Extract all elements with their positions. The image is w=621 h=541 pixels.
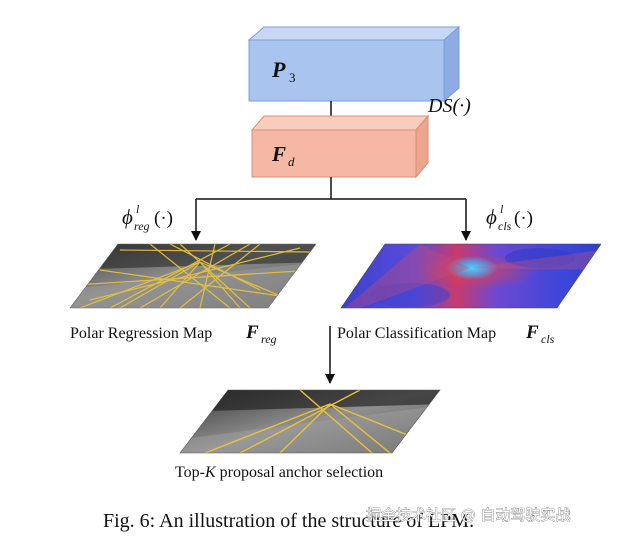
svg-text:reg: reg xyxy=(134,219,150,233)
svg-text:cls: cls xyxy=(541,332,555,346)
svg-text:l: l xyxy=(500,202,504,216)
cls-map-caption: Polar Classification Map F cls xyxy=(337,322,555,346)
reg-map-caption: Polar Regression Map F reg xyxy=(70,322,277,346)
polar-regression-map-image xyxy=(69,243,317,309)
figure-caption: Fig. 6: An illustration of the structure… xyxy=(103,510,474,532)
topk-anchor-image xyxy=(179,389,441,454)
fd-label: F xyxy=(271,142,286,166)
branch-connector xyxy=(191,177,471,241)
svg-text:ϕ: ϕ xyxy=(122,205,133,229)
fd-subscript: d xyxy=(288,154,295,169)
svg-text:F: F xyxy=(245,322,259,343)
watermark-text: 掘金技术社区 @ 自动驾驶实战 xyxy=(366,506,571,524)
svg-text:ϕ: ϕ xyxy=(486,205,497,229)
svg-text:reg: reg xyxy=(261,332,277,346)
p3-label: P xyxy=(271,57,286,82)
svg-text:Polar Regression Map: Polar Regression Map xyxy=(70,325,212,342)
svg-text:(·): (·) xyxy=(514,208,533,229)
svg-text:Top-K proposal anchor selectio: Top-K proposal anchor selection xyxy=(175,464,383,481)
phi-cls-label: ϕ l cls (·) xyxy=(486,202,533,233)
ds-label: DS(·) xyxy=(427,95,471,117)
svg-text:l: l xyxy=(136,202,140,216)
polar-classification-map-image xyxy=(340,243,602,309)
phi-reg-label: ϕ l reg (·) xyxy=(122,202,173,233)
topk-caption: Top-K proposal anchor selection xyxy=(175,464,383,481)
p3-feature-slab: P 3 xyxy=(247,25,461,103)
svg-text:cls: cls xyxy=(498,219,512,233)
svg-text:F: F xyxy=(525,322,539,343)
fd-feature-slab: F d xyxy=(250,114,430,179)
svg-text:Polar Classification Map: Polar Classification Map xyxy=(337,325,496,342)
svg-text:(·): (·) xyxy=(154,208,173,229)
p3-subscript: 3 xyxy=(289,70,296,85)
